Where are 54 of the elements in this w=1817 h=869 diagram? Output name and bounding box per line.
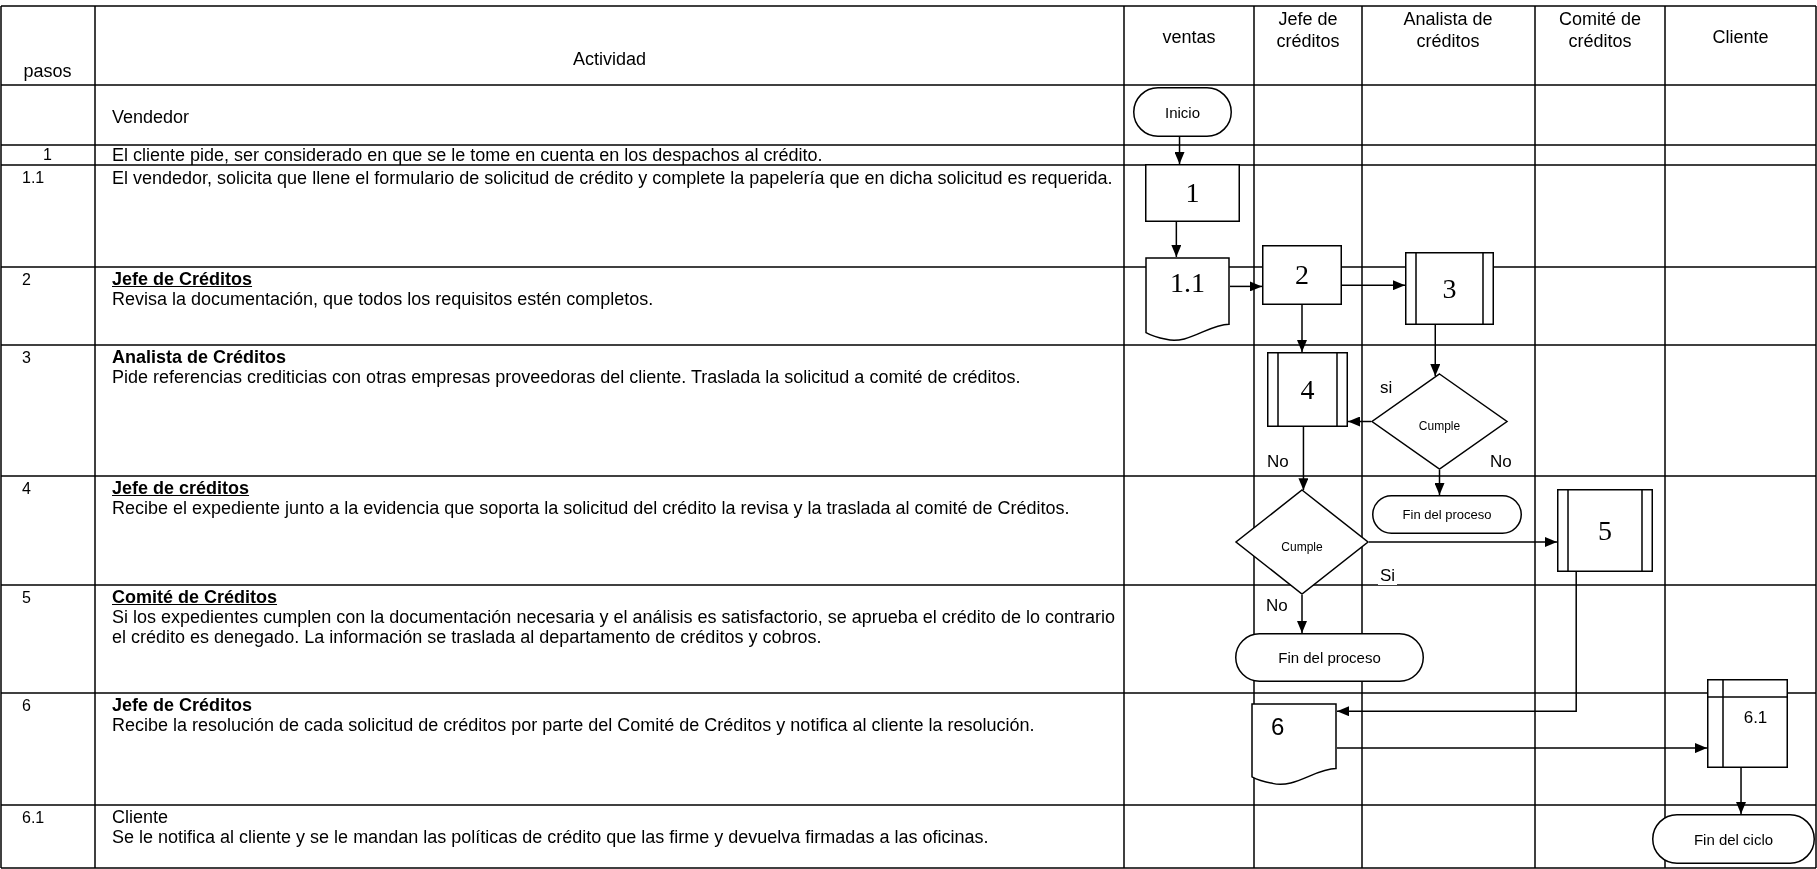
step-number: 6 (22, 696, 31, 716)
step-number: 4 (22, 479, 31, 499)
arrow (1174, 136, 1185, 165)
role-heading: Jefe de créditos (112, 478, 250, 498)
step-number: 3 (22, 348, 31, 368)
activity-text: Vendedor (112, 107, 190, 127)
edge-label: Si (1378, 566, 1398, 585)
arrow (1736, 767, 1746, 815)
predefined-process-box: 3 (1405, 252, 1494, 325)
activity-text: Se le notifica al cliente y se le mandan las políticas de crédito que las firme y devuelva firmadas a las oficinas. (112, 827, 990, 847)
step-number: 6.1 (22, 808, 45, 828)
activity-text: Recibe la resolución de cada solicitud de créditos por parte del Comité de Créditos y notifica al cliente la resolución. (112, 715, 1036, 735)
arrow (1434, 469, 1445, 496)
role-heading: Cliente (112, 807, 169, 827)
column-header: Jefe de créditos (1275, 8, 1341, 52)
column-header: pasos (22, 60, 73, 82)
arrow (1298, 426, 1309, 491)
step-number: 1.1 (22, 168, 45, 188)
arrow (1171, 221, 1182, 258)
document-shape: 1.1 (1145, 257, 1230, 341)
arrow (1336, 571, 1577, 717)
arrow (1297, 304, 1307, 353)
arrow (1336, 743, 1708, 754)
column-header: Actividad (571, 48, 647, 70)
role-heading: Jefe de Créditos (112, 269, 253, 289)
arrow (1297, 594, 1307, 634)
arrow (1368, 537, 1558, 547)
activity-text: El vendedor, solicita que llene el formulario de solicitud de crédito y complete la papelería que en dicha solicitud es requerida. (112, 168, 1114, 188)
arrow (1430, 324, 1441, 377)
role-heading: Comité de Créditos (112, 587, 278, 607)
step-number: 1 (42, 145, 53, 165)
predefined-process-box: 5 (1557, 489, 1653, 572)
column-header: ventas (1161, 26, 1217, 48)
internal-storage-box: 6.1 (1707, 679, 1788, 768)
role-heading: Analista de Créditos (112, 347, 287, 367)
step-number: 2 (22, 270, 31, 290)
process-box: 1 (1145, 164, 1240, 222)
activity-text: Pide referencias crediticias con otras empresas proveedoras del cliente. Traslada la solicitud a comité de créditos. (112, 367, 1022, 387)
column-header: Analista de créditos (1402, 8, 1494, 52)
step-number: 5 (22, 588, 31, 608)
document-shape: 6 (1251, 703, 1337, 785)
decision-diamond: Cumple (1235, 489, 1369, 595)
activity-text: Recibe el expediente junto a la evidencia que soporta la solicitud del crédito la revisa y la traslada al comité de Créditos. (112, 498, 1071, 518)
arrow (1341, 280, 1406, 291)
process-box: 2 (1262, 245, 1342, 305)
role-heading: Jefe de Créditos (112, 695, 253, 715)
arrow (1229, 281, 1263, 292)
activity-text: Revisa la documentación, que todos los requisitos estén completos. (112, 289, 655, 309)
activity-text: El cliente pide, ser considerado en que se le tome en cuenta en los despachos al crédito. (112, 145, 824, 165)
activity-text: Si los expedientes cumplen con la documentación necesaria y el análisis es satisfactorio, se aprueba el crédito de lo contrario el crédito es denegado. La información se traslada al departamento de créditos y cobros. (112, 607, 1115, 647)
predefined-process-box: 4 (1267, 352, 1348, 427)
column-header: Cliente (1711, 26, 1770, 48)
column-header: Comité de créditos (1557, 8, 1642, 52)
arrow (1347, 416, 1372, 427)
